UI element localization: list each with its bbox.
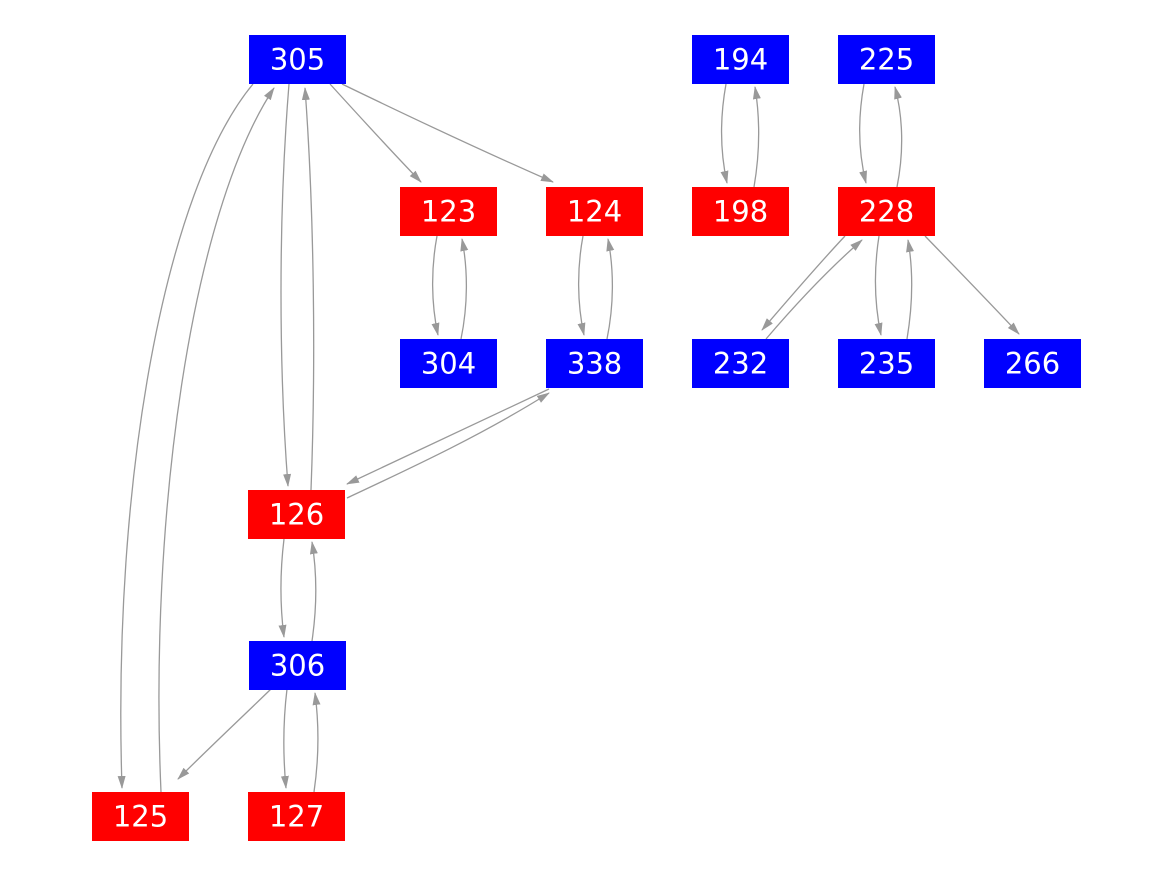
node-label-124: 124 [567,195,622,229]
node-225: 225 [838,35,935,84]
node-label-126: 126 [269,498,324,532]
node-box-126 [248,490,345,539]
edge-228-225 [894,86,903,188]
node-box-304 [400,339,497,388]
node-label-305: 305 [270,43,325,77]
node-box-232 [692,339,789,388]
node-box-124 [546,187,643,236]
node-label-306: 306 [270,649,325,683]
edge-304-123 [460,238,469,340]
node-label-232: 232 [713,347,768,381]
edge-232-228 [765,239,863,340]
node-box-228 [838,187,935,236]
node-194: 194 [692,35,789,84]
node-124: 124 [546,187,643,236]
node-305: 305 [249,35,346,84]
node-label-125: 125 [113,800,168,834]
node-box-225 [838,35,935,84]
node-label-198: 198 [713,195,768,229]
node-box-338 [546,339,643,388]
node-label-338: 338 [567,347,622,381]
edge-228-232 [761,235,846,331]
node-label-266: 266 [1005,347,1060,381]
node-label-225: 225 [859,43,914,77]
node-box-235 [838,339,935,388]
node-label-304: 304 [421,347,476,381]
node-126: 126 [248,490,345,539]
node-232: 232 [692,339,789,388]
node-198: 198 [692,187,789,236]
edge-126-306 [278,538,287,638]
edge-306-127 [280,688,289,789]
node-box-123 [400,187,497,236]
node-127: 127 [248,792,345,841]
node-label-127: 127 [269,800,324,834]
node-338: 338 [546,339,643,388]
edge-305-124 [341,83,554,183]
edge-127-306 [312,692,321,793]
node-306: 306 [249,641,346,690]
edge-228-235 [874,235,883,336]
node-box-198 [692,187,789,236]
edge-305-125 [117,83,254,789]
node-box-266 [984,339,1081,388]
node-box-194 [692,35,789,84]
node-box-127 [248,792,345,841]
edge-338-124 [606,238,615,340]
edge-225-228 [859,83,867,184]
node-266: 266 [984,339,1081,388]
node-box-125 [92,792,189,841]
edge-194-198 [720,83,729,184]
edge-124-338 [577,235,586,336]
node-label-228: 228 [859,195,914,229]
node-box-305 [249,35,346,84]
node-125: 125 [92,792,189,841]
node-label-123: 123 [421,195,476,229]
edge-235-228 [906,239,914,340]
node-label-235: 235 [859,347,914,381]
edge-123-304 [431,235,440,336]
edge-125-305 [158,87,275,793]
edge-338-126 [346,388,550,485]
edge-305-126 [280,83,292,487]
node-box-306 [249,641,346,690]
node-228: 228 [838,187,935,236]
edge-306-126 [309,541,318,642]
edge-198-194 [752,86,761,188]
edge-126-305 [301,87,315,491]
node-235: 235 [838,339,935,388]
node-123: 123 [400,187,497,236]
edge-305-123 [329,83,422,183]
edge-228-266 [924,235,1020,335]
nodes-layer: 305 194 225 123 124 198 228 304 338 232 235 266 126 3… [92,35,1081,841]
edges-layer [117,83,1020,793]
edge-306-125 [177,688,272,780]
edge-126-338 [346,392,550,499]
node-label-194: 194 [713,43,768,77]
node-304: 304 [400,339,497,388]
